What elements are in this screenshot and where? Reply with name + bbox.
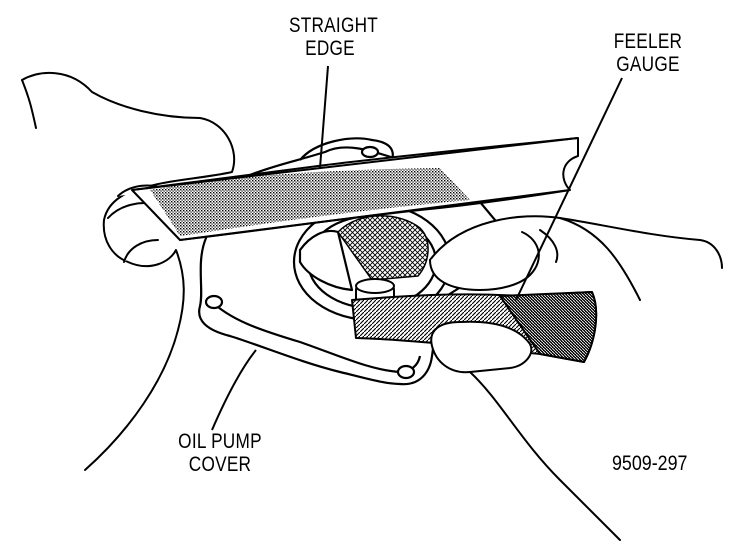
- straight-edge-leader: [319, 65, 329, 169]
- feeler-gauge-label-line1: FEELER: [613, 30, 683, 53]
- oil-pump-cover-label-line2: COVER: [188, 453, 252, 476]
- oil-pump-cover-leader: [211, 349, 257, 431]
- straight-edge-label-line1: STRAIGHT: [289, 14, 379, 37]
- straight-edge-label: STRAIGHT EDGE: [289, 14, 379, 60]
- oil-pump-cover-label: OIL PUMP COVER: [171, 430, 269, 476]
- feeler-gauge-leader: [515, 77, 623, 301]
- oil-pump-cover-label-line1: OIL PUMP: [178, 430, 262, 453]
- leader-lines: [211, 65, 623, 431]
- straight-edge: [131, 137, 579, 241]
- straight-edge-label-line2: EDGE: [305, 37, 355, 60]
- feeler-gauge-label: FEELER GAUGE: [609, 30, 688, 76]
- feeler-gauge-label-line2: GAUGE: [616, 53, 680, 76]
- figure-number: 9509-297: [612, 452, 688, 475]
- right-hand: [429, 215, 723, 541]
